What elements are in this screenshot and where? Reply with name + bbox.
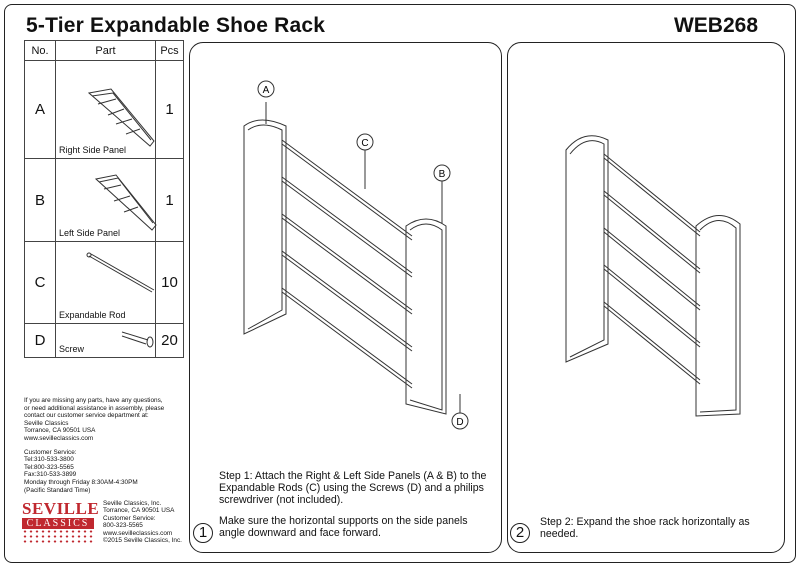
step1-note: Make sure the horizontal supports on the… [219, 515, 468, 539]
page-title: 5-Tier Expandable Shoe Rack [26, 14, 326, 37]
rod-line [603, 301, 701, 381]
service-line: (Pacific Standard Time) [24, 486, 91, 494]
contact-line: Seville Classics [24, 419, 69, 427]
rod-line [281, 139, 413, 237]
rod-icon [86, 252, 155, 293]
label-a: A [263, 85, 270, 96]
contact-line: or need additional assistance in assembl… [24, 404, 165, 412]
label-c: C [361, 138, 368, 149]
table-row: D Screw 20 [24, 323, 184, 358]
service-line: Customer Service: [24, 448, 77, 456]
rod-line [603, 157, 701, 237]
rod-line [603, 194, 701, 274]
parts-table: No. Part Pcs A Right Side Panel 1 B Left… [24, 40, 184, 358]
callout-a: A [257, 80, 275, 98]
step1-instructions: Step 1: Attach the Right & Left Side Pan… [219, 470, 499, 508]
rod-line [281, 143, 413, 241]
step2-number: 2 [510, 523, 530, 543]
logo-subtitle: CLASSICS [22, 518, 94, 529]
step1-number: 1 [193, 523, 213, 543]
part-name: Expandable Rod [59, 310, 126, 320]
screw-icon [121, 331, 154, 348]
label-d: D [456, 417, 463, 428]
rod-line [603, 227, 701, 307]
step2-panel [507, 42, 785, 553]
callout-d: D [451, 412, 469, 430]
part-cell: Screw [55, 323, 156, 358]
part-no: A [24, 60, 56, 159]
side-panel-icon [87, 88, 155, 147]
model-number: WEB268 [673, 14, 758, 37]
header-pcs: Pcs [155, 40, 184, 61]
rod-line [281, 250, 413, 348]
part-cell: Expandable Rod [55, 241, 156, 324]
company-line: www.sevilleclassics.com [103, 529, 173, 537]
rod-line [281, 213, 413, 311]
table-row: A Right Side Panel 1 [24, 60, 184, 159]
contact-info: If you are missing any parts, have any q… [24, 397, 189, 494]
expanded-rack-illustration [565, 135, 741, 417]
part-cell: Right Side Panel [55, 60, 156, 159]
company-line: 800-323-5565 [103, 522, 143, 530]
contact-line: Torrance, CA 90501 USA [24, 427, 96, 435]
part-name: Left Side Panel [59, 228, 121, 238]
label-b: B [439, 169, 446, 180]
logo-dots [22, 529, 94, 543]
part-cell: Left Side Panel [55, 158, 157, 242]
logo-wordmark: SEVILLE [22, 499, 100, 518]
header-part: Part [55, 40, 156, 61]
rod-line [603, 264, 701, 344]
table-row: C Expandable Rod 10 [24, 241, 184, 324]
rod-line [603, 231, 701, 311]
header-no: No. [24, 40, 56, 61]
rod-line [281, 176, 413, 274]
contact-line: www.sevilleclassics.com [24, 434, 94, 442]
rod-line [281, 254, 413, 352]
rod-line [281, 180, 413, 278]
company-line: ©2015 Seville Classics, Inc. [103, 537, 182, 545]
part-pcs: 20 [155, 323, 184, 358]
part-no: D [24, 323, 56, 358]
page-frame [4, 4, 796, 563]
company-line: Torrance, CA 90501 USA [103, 507, 175, 515]
seville-classics-logo: SEVILLE CLASSICS [22, 499, 100, 546]
contact-line: If you are missing any parts, have any q… [24, 397, 163, 404]
rod-line [281, 217, 413, 315]
part-no: C [24, 241, 56, 324]
service-line: Tel:310-533-3800 [24, 456, 74, 464]
company-line: Customer Service: [103, 514, 156, 522]
rod-line [603, 268, 701, 348]
company-info: Seville Classics, Inc. Torrance, CA 9050… [103, 500, 182, 544]
service-line: Monday through Friday 8:30AM-4:30PM [24, 478, 138, 486]
service-line: Tel:800-323-5565 [24, 463, 74, 471]
assembly-illustration: A C B D [243, 80, 469, 430]
part-pcs: 1 [155, 60, 184, 159]
step1-panel [189, 42, 502, 553]
step1-text: Step 1: Attach the Right & Left Side Pan… [219, 470, 487, 507]
step2-instructions: Step 2: Expand the shoe rack horizontall… [540, 516, 750, 540]
rod-line [281, 287, 413, 385]
callout-c: C [356, 133, 374, 151]
parts-table-header: No. Part Pcs [24, 40, 184, 61]
service-line: Fax:310-533-3899 [24, 471, 77, 479]
rod-line [603, 153, 701, 233]
table-row: B Left Side Panel 1 [24, 158, 184, 242]
contact-line: contact our customer service department … [24, 412, 149, 420]
part-name: Right Side Panel [59, 145, 127, 155]
rod-line [603, 190, 701, 270]
rod-line [603, 305, 701, 385]
part-pcs: 1 [155, 158, 184, 242]
side-panel-icon [94, 174, 157, 231]
part-no: B [24, 158, 56, 242]
part-name: Screw [59, 344, 85, 354]
callout-b: B [433, 164, 451, 182]
company-line: Seville Classics, Inc. [103, 500, 162, 507]
part-pcs: 10 [155, 241, 184, 324]
rod-line [281, 291, 413, 389]
